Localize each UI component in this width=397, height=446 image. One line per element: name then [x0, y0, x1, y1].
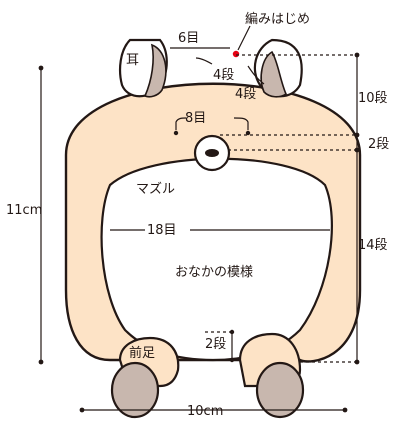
body-rows-label: 14段 [358, 238, 388, 253]
top-stitches-label: 6目 [178, 31, 199, 46]
measure-lines [38, 25, 360, 413]
front-leg-label: 前足 [129, 345, 155, 361]
start-dot [232, 50, 240, 58]
nose-icon [205, 149, 219, 157]
width-label: 10cm [187, 404, 223, 419]
left-ear-inner [143, 43, 167, 98]
muzzle-label: マズル [136, 181, 175, 197]
mid-rows-label: 2段 [368, 137, 389, 152]
ear-label: 耳 [126, 53, 139, 68]
paw-left [110, 361, 160, 419]
head-rows-label: 10段 [358, 91, 388, 106]
ear-rows-left: 4段 [213, 68, 234, 83]
belly-pattern-label: おなかの模様 [175, 265, 253, 280]
paw-right [255, 361, 305, 419]
right-ear-inner [260, 50, 287, 98]
start-label: 編みはじめ [245, 11, 310, 27]
bottom-rows-label: 2段 [205, 337, 226, 352]
ear-rows-right: 4段 [235, 87, 256, 102]
mid-stitches-label: 8目 [185, 111, 206, 126]
belly-stitches-label: 18目 [147, 223, 177, 238]
height-label: 11cm [6, 203, 42, 218]
